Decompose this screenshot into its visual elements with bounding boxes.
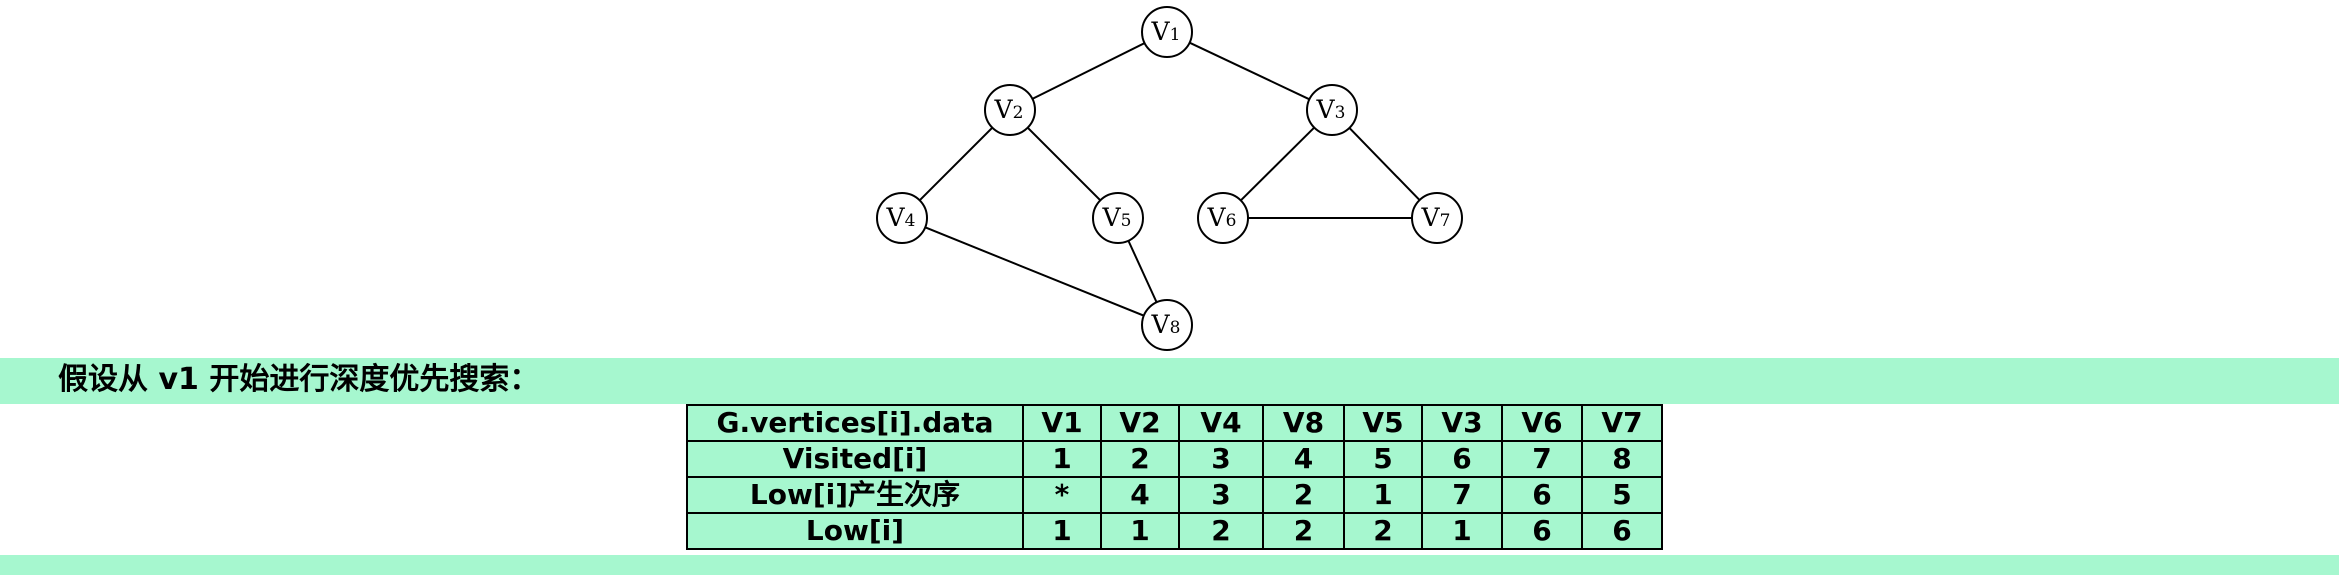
- edge-v4-v8: [924, 226, 1145, 317]
- node-circle: [1141, 6, 1193, 58]
- node-circle: [1306, 84, 1358, 136]
- node-label: V3: [1316, 95, 1346, 124]
- table-cell: 1: [1421, 512, 1503, 550]
- edge-v3-v6: [1240, 126, 1315, 202]
- node-circle: [1141, 299, 1193, 351]
- table-cell: V7: [1581, 404, 1663, 442]
- table-cell: 7: [1421, 476, 1503, 514]
- table-cell: 1: [1022, 440, 1102, 478]
- table-cell: V1: [1022, 404, 1102, 442]
- edge-v2-v4: [918, 126, 994, 202]
- node-v8: V8: [1141, 299, 1193, 351]
- caption-text: 假设从 v1 开始进行深度优先搜索：: [58, 362, 540, 397]
- node-label: V1: [1151, 17, 1181, 46]
- edge-v5-v8: [1127, 240, 1158, 303]
- node-circle: [984, 84, 1036, 136]
- table-cell: 4: [1262, 440, 1345, 478]
- node-label: V5: [1102, 203, 1132, 232]
- edge-v3-v7: [1348, 127, 1421, 201]
- bottom-band: [0, 555, 2339, 575]
- node-circle: [1411, 192, 1463, 244]
- node-label: V2: [994, 95, 1024, 124]
- node-v5: V5: [1092, 192, 1144, 244]
- table-cell: 5: [1581, 476, 1663, 514]
- table-cell: 2: [1178, 512, 1264, 550]
- row-header: G.vertices[i].data: [686, 404, 1024, 442]
- node-label: V6: [1207, 203, 1237, 232]
- table-cell: V2: [1100, 404, 1180, 442]
- table-cell: 5: [1343, 440, 1423, 478]
- table-cell: 3: [1178, 476, 1264, 514]
- row-header: Low[i]: [686, 512, 1024, 550]
- table-cell: V5: [1343, 404, 1423, 442]
- node-label: V4: [886, 203, 916, 232]
- table-cell: 1: [1343, 476, 1423, 514]
- row-header: Low[i]产生次序: [686, 476, 1024, 514]
- node-v7: V7: [1411, 192, 1463, 244]
- table-cell: 6: [1421, 440, 1503, 478]
- table-cell: 3: [1178, 440, 1264, 478]
- edge-v1-v3: [1189, 41, 1310, 101]
- table-cell: *: [1022, 476, 1102, 514]
- graph-edges: [918, 41, 1421, 317]
- table-cell: 2: [1262, 476, 1345, 514]
- row-header: Visited[i]: [686, 440, 1024, 478]
- node-circle: [1197, 192, 1249, 244]
- node-v3: V3: [1306, 84, 1358, 136]
- table-cell: 2: [1262, 512, 1345, 550]
- table-cell: 7: [1501, 440, 1583, 478]
- table-cell: V6: [1501, 404, 1583, 442]
- caption-band: [0, 358, 2339, 404]
- table-cell: 6: [1581, 512, 1663, 550]
- table-cell: 4: [1100, 476, 1180, 514]
- table-cell: 2: [1100, 440, 1180, 478]
- table-cell: V4: [1178, 404, 1264, 442]
- table-cell: 8: [1581, 440, 1663, 478]
- node-v2: V2: [984, 84, 1036, 136]
- table-cell: 6: [1501, 512, 1583, 550]
- node-v1: V1: [1141, 6, 1193, 58]
- node-label: V7: [1421, 203, 1451, 232]
- table-cell: 1: [1022, 512, 1102, 550]
- node-circle: [1092, 192, 1144, 244]
- table-cell: 2: [1343, 512, 1423, 550]
- edge-v2-v5: [1026, 126, 1102, 202]
- table-cell: 1: [1100, 512, 1180, 550]
- table-cell: 6: [1501, 476, 1583, 514]
- edge-v1-v2: [1031, 42, 1146, 100]
- node-v6: V6: [1197, 192, 1249, 244]
- node-circle: [876, 192, 928, 244]
- node-label: V8: [1151, 310, 1181, 339]
- table-cell: V3: [1421, 404, 1503, 442]
- node-v4: V4: [876, 192, 928, 244]
- table-cell: V8: [1262, 404, 1345, 442]
